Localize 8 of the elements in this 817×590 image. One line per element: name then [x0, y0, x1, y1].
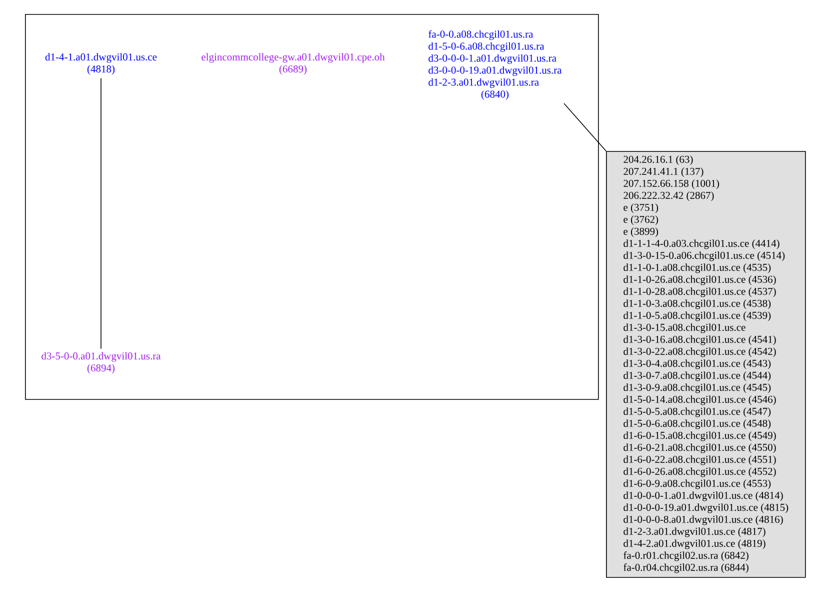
host-list-box: 204.26.16.1 (63) 207.241.41.1 (137) 207.152.66.158 (1001) 206.222.32.42 (2867) e (3751) e (3762) e (3899) d1-1-1-4-0.a03.chcgil01.us.ce (4414) d1-3-0-15-0.a06.chcgil01.us.ce (4514) d1-1-0-1.a08.chcgil01.us.ce (4535) d1-1-0-26.a08.chcgil01.us.ce (4536) d1-1-0-28.a08.chcgil01.us.ce (4537) d1-1-0-3.a08.chcgil01.us.ce (4538) d1-1-0-5.a08.chcgil01.us.ce (4539) d1-3-0-15.a08.chcgil01.us.ce d1-3-0-16.a08.chcgil01.us.ce (4541) d1-3-0-22.a08.chcgil01.us.ce (4542) d1-3-0-4.a08.chcgil01.us.ce (4543) d1-3-0-7.a08.chcgil01.us.ce (4544) d1-3-0-9.a08.chcgil01.us.ce (4545) d1-5-0-14.a08.chcgil01.us.ce (4546) d1-5-0-5.a08.chcgil01.us.ce (4547) d1-5-0-6.a08.chcgil01.us.ce (4548) d1-6-0-15.a08.chcgil01.us.ce (4549) d1-6-0-21.a08.chcgil01.us.ce (4550) d1-6-0-22.a08.chcgil01.us.ce (4551) d1-6-0-26.a08.chcgil01.us.ce (4552) d1-6-0-9.a08.chcgil01.us.ce (4553) d1-0-0-0-1.a01.dwgvil01.us.ce (4814) d1-0-0-0-19.a01.dwgvil01.us.ce (4815) d1-0-0-0-8.a01.dwgvil01.us.ce (4816) d1-2-3.a01.dwgvil01.us.ce (4817) d1-4-2.a01.dwgvil01.us.ce (4819) fa-0.r01.chcgil02.us.ra (6842) fa-0.r04.chcgil02.us.ra (6844): [606, 151, 806, 578]
host-label: fa-0-0.a08.chcgil01.us.ra d1-5-0-6.a08.chcgil01.us.ra d3-0-0-0-1.a01.dwgvil01.us.ra d3-0-0-0-19.a01.dwgvil01.us.ra d1-2-3.a01.dwgvil01.us.ra (6840): [428, 30, 562, 100]
cluster-frame: [25, 14, 599, 400]
host-label: elgincommcollege-gw.a01.dwgvil01.cpe.oh (6689): [202, 53, 385, 75]
host-label: d3-5-0-0.a01.dwgvil01.us.ra (6894): [42, 352, 161, 374]
connector-line: [100, 78, 102, 350]
host-label: d1-4-1.a01.dwgvil01.us.ce (4818): [45, 53, 157, 75]
connector-line: [564, 103, 606, 152]
